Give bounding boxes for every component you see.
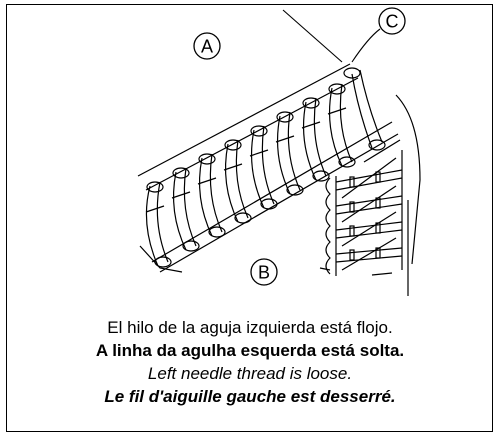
diagonal-stitch-band: [137, 63, 399, 273]
stitch-illustration: A B C: [137, 7, 421, 296]
caption-french: Le fil d'aiguille gauche est desserré.: [104, 387, 396, 406]
callout-c-letter: C: [386, 12, 399, 32]
loop-stitch-3: [198, 153, 226, 238]
vertical-stitch-column: [325, 139, 403, 276]
callout-a-letter: A: [201, 37, 213, 57]
loop-stitch-8: [328, 83, 356, 168]
callout-b: B: [250, 258, 278, 286]
loop-stitch-7: [302, 97, 330, 182]
figure-frame: [6, 4, 493, 432]
ladder-stitch-2: [335, 195, 403, 215]
callout-c: C: [351, 7, 406, 63]
loop-stitch-5: [250, 125, 278, 210]
loop-stitch-6: [276, 111, 304, 196]
ladder-stitch-1: [335, 169, 403, 191]
loop-stitch-2: [172, 167, 200, 252]
ladder-stitch-4: [335, 247, 403, 263]
ladder-stitch-3: [335, 221, 403, 239]
fabric-edges: [139, 94, 421, 296]
loop-stitch-9: [343, 67, 386, 151]
caption-spanish: El hilo de la aguja izquierda está flojo…: [107, 318, 393, 337]
loop-stitch-4: [224, 139, 252, 224]
callout-a: A: [193, 32, 221, 60]
callout-b-letter: B: [258, 263, 270, 283]
callout-c-leader: [351, 28, 381, 63]
needle-thread: [282, 9, 343, 63]
caption-english: Left needle thread is loose.: [147, 364, 353, 383]
loop-stitch-1: [145, 181, 172, 268]
caption-portuguese: A linha da agulha esquerda está solta.: [95, 341, 405, 360]
